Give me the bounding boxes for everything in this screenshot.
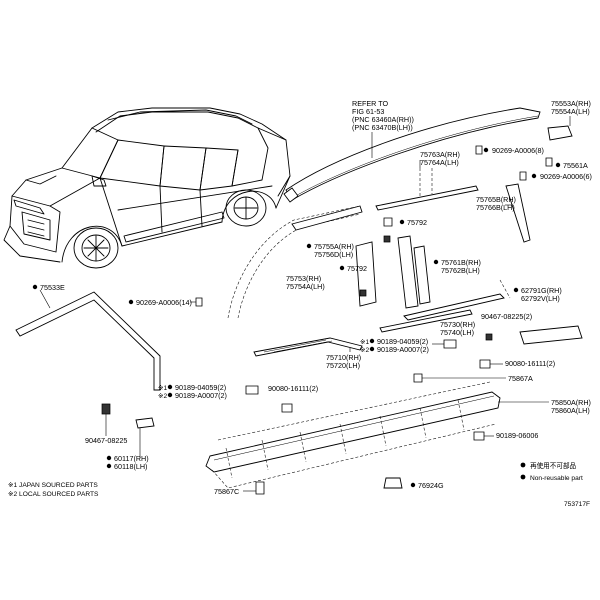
part-75867a: 75867A	[413, 373, 533, 383]
part-90189-center: ※1 ※2 90189-04059(2) 90189-A0007(2)	[360, 337, 457, 354]
callout-75792-b: 75792	[347, 264, 367, 273]
callout-75710-rh: 75710(RH)	[326, 353, 361, 362]
callout-90189-06006: 90189-06006	[496, 431, 538, 440]
callout-75710-lh: 75720(LH)	[326, 361, 360, 370]
callout-75753-rh: 75753(RH)	[286, 274, 321, 283]
source-notes: ※1 JAPAN SOURCED PARTS ※2 LOCAL SOURCED …	[8, 482, 99, 498]
callout-60117-rh: 60117(RH)	[114, 454, 149, 463]
refer-line-4: (PNC 63470B(LH))	[352, 123, 413, 132]
part-90189-06006: 90189-06006	[473, 431, 538, 441]
part-window-frames	[355, 235, 431, 309]
part-62791g: 62791G(RH) 62792V(LH)	[379, 279, 562, 333]
callout-75763a-lh: 75764A(LH)	[420, 158, 459, 167]
part-90467: 90467-08225	[85, 403, 127, 445]
callout-75761b-lh: 75762B(LH)	[441, 266, 480, 275]
roof-rail	[283, 107, 541, 203]
legend: 再使用不可部品 Non-reusable part	[520, 461, 583, 482]
part-90080-left: 90080-16111(2)	[268, 384, 318, 413]
callout-75792-a: 75792	[407, 218, 427, 227]
callout-75867c: 75867C	[214, 487, 239, 496]
callout-75765b-lh: 75766B(LH)	[476, 203, 515, 212]
refer-line-1: REFER TO	[352, 99, 388, 108]
callout-75755a-rh: 75755A(RH)	[314, 242, 354, 251]
callout-76924g: 76924G	[418, 481, 444, 490]
part-75753: 75753(RH) 75754A(LH)	[227, 205, 363, 319]
part-60117: 60117(RH) 60118(LH)	[106, 417, 155, 471]
part-75761b: 75761B(RH) 75762B(LH)	[433, 258, 481, 275]
part-90080-right: 90080-16111(2)	[479, 359, 555, 369]
mark-1-center: ※1	[360, 339, 370, 346]
part-75553a: 75553A(RH) 75554A(LH)	[547, 99, 591, 141]
part-75533e: 75533E	[15, 283, 161, 391]
legend-line-1: 再使用不可部品	[530, 461, 577, 470]
callout-75765b-rh: 75765B(RH)	[476, 195, 516, 204]
part-75763a: 75763A(RH) 75764A(LH)	[375, 150, 479, 211]
part-90189-left: ※1 ※2 90189-04059(2) 90189-A0007(2)	[158, 383, 259, 400]
callout-90080-left: 90080-16111(2)	[268, 384, 318, 393]
callout-75553a-lh: 75554A(LH)	[551, 107, 590, 116]
callout-75553a-rh: 75553A(RH)	[551, 99, 591, 108]
part-76924g: 76924G	[383, 477, 444, 490]
figure-id: 753717F	[564, 501, 590, 508]
note-local: ※2 LOCAL SOURCED PARTS	[8, 491, 99, 498]
callout-75763a-rh: 75763A(RH)	[420, 150, 460, 159]
part-75710: 75710(RH) 75720(LH)	[253, 337, 363, 370]
mark-2-center: ※2	[360, 347, 370, 354]
callout-75850a-rh: 75850A(RH)	[551, 398, 591, 407]
part-90269-6: 90269-A0006(6)	[519, 171, 592, 181]
part-90269-8: 90269-A0006(8)	[475, 145, 544, 155]
part-75765b: 75765B(RH) 75766B(LH)	[476, 183, 531, 243]
callout-75867a: 75867A	[508, 374, 533, 383]
callout-90467: 90467-08225	[85, 436, 127, 445]
part-75792-a: 75792	[383, 217, 427, 227]
callout-75561a: 75561A	[563, 161, 588, 170]
vehicle-illustration	[3, 107, 291, 269]
callout-75755a-lh: 75756D(LH)	[314, 250, 353, 259]
callout-90269-14: 90269-A0006(14)	[136, 298, 192, 307]
callout-90189b-1: 90189-04059(2)	[175, 383, 226, 392]
part-75755a: 75755A(RH) 75756D(LH)	[306, 242, 354, 259]
note-japan: ※1 JAPAN SOURCED PARTS	[8, 482, 98, 489]
callout-62791g-rh: 62791G(RH)	[521, 286, 562, 295]
callout-75730-lh: 75740(LH)	[440, 328, 474, 337]
callout-90189a-1: 90189-04059(2)	[377, 337, 428, 346]
callout-90269-8: 90269-A0006(8)	[492, 146, 544, 155]
refer-to-note: REFER TO FIG 61-53 (PNC 63460A(RH)) (PNC…	[352, 99, 414, 132]
callout-75753-lh: 75754A(LH)	[286, 282, 325, 291]
callout-90080-right: 90080-16111(2)	[505, 359, 555, 368]
legend-line-2: Non-reusable part	[530, 475, 583, 482]
callout-90467-2: 90467-08225(2)	[481, 312, 532, 321]
part-75850a: 75850A(RH) 75860A(LH)	[205, 381, 591, 489]
part-90467-2: 90467-08225(2)	[481, 312, 583, 345]
refer-line-2: FIG 61-53	[352, 107, 384, 116]
part-75867c: 75867C	[214, 481, 265, 496]
refer-line-3: (PNC 63460A(RH))	[352, 115, 414, 124]
part-75561a: 75561A	[545, 157, 588, 170]
callout-62791g-lh: 62792V(LH)	[521, 294, 560, 303]
callout-75533e: 75533E	[40, 283, 65, 292]
part-75792-b: 75792	[339, 264, 367, 273]
part-90269-14: 90269-A0006(14)	[128, 297, 203, 307]
callout-75850a-lh: 75860A(LH)	[551, 406, 590, 415]
callout-75761b-rh: 75761B(RH)	[441, 258, 481, 267]
mark-1-left: ※1	[158, 385, 168, 392]
callout-90269-6: 90269-A0006(6)	[540, 172, 592, 181]
part-75730: 75730(RH) 75740(LH)	[440, 320, 475, 337]
mark-2-left: ※2	[158, 393, 168, 400]
callout-90189a-2: 90189-A0007(2)	[377, 345, 429, 354]
callout-75730-rh: 75730(RH)	[440, 320, 475, 329]
callout-90189b-2: 90189-A0007(2)	[175, 391, 227, 400]
callout-60117-lh: 60118(LH)	[114, 462, 147, 471]
